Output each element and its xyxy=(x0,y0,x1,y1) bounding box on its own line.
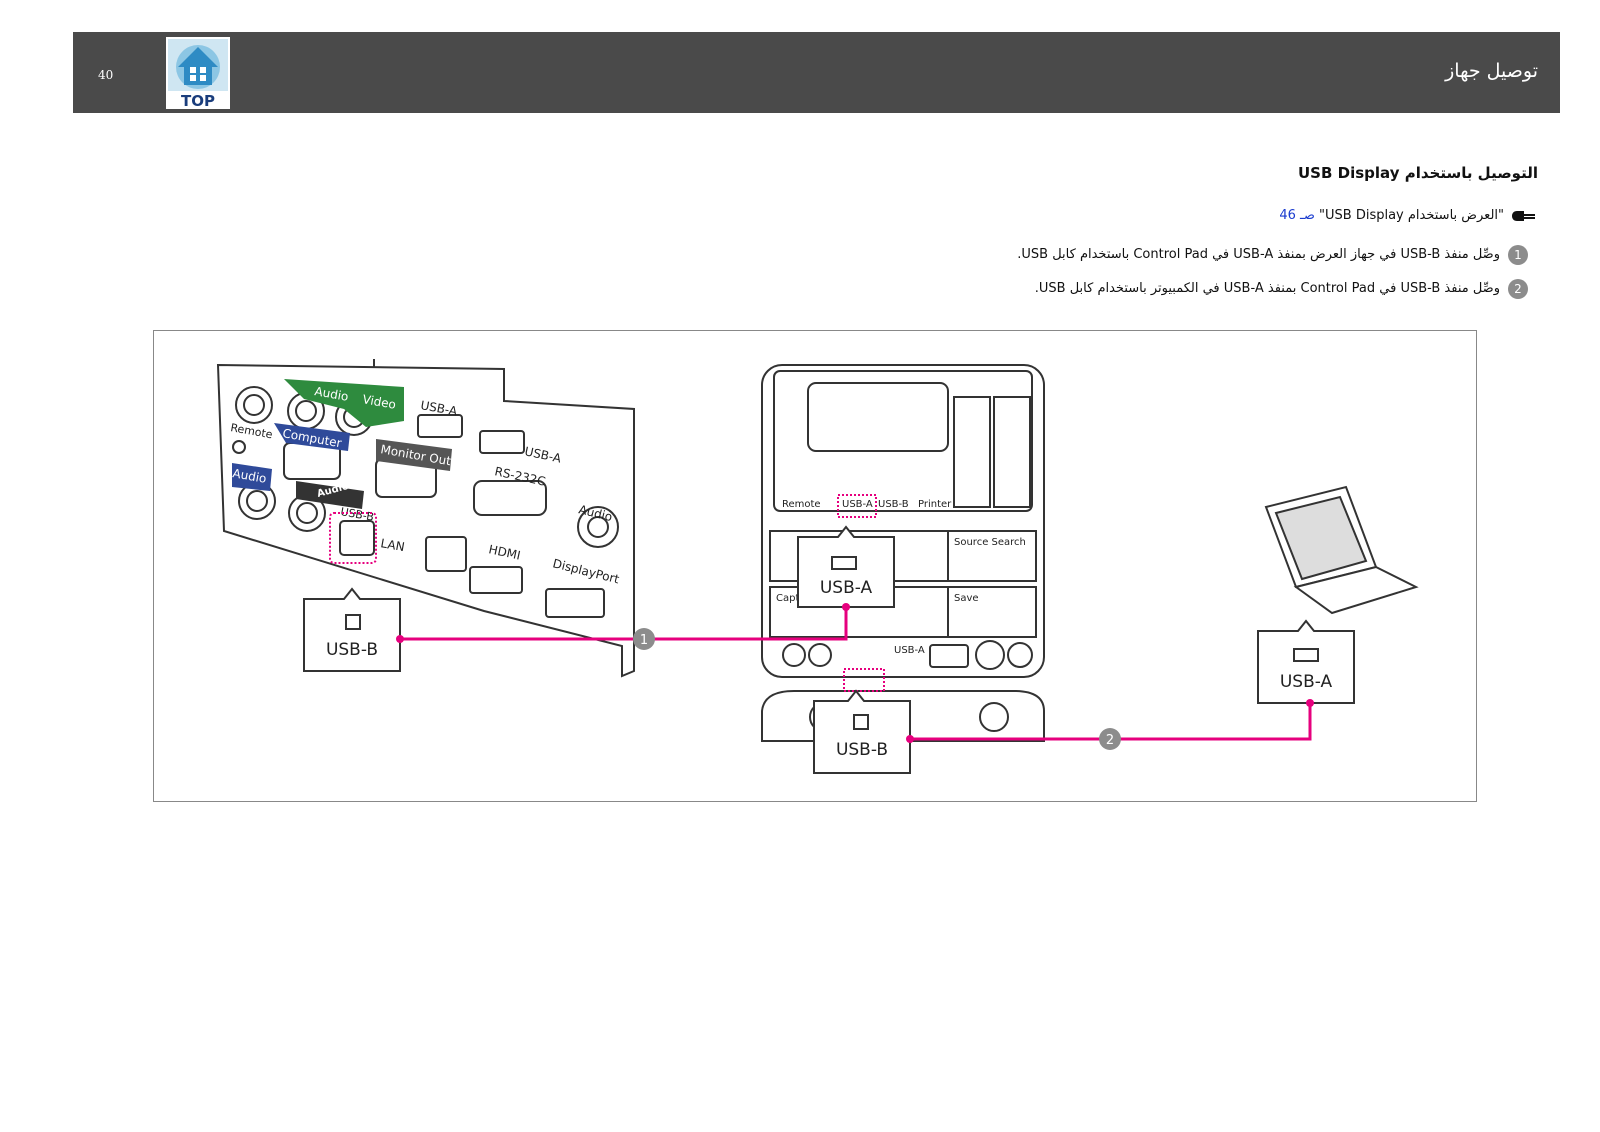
port-label-lan: LAN xyxy=(379,536,405,554)
cable-lines xyxy=(400,607,1312,741)
callout-laptop-usb-a: USB-A xyxy=(1257,619,1355,704)
cable-2 xyxy=(910,703,1312,741)
callout-label: USB-A xyxy=(1280,672,1333,692)
connection-marker-2: 2 xyxy=(1099,728,1121,750)
callout-pad-usb-a: USB-A xyxy=(797,525,895,608)
port-label-audio-left: Audio xyxy=(231,466,267,486)
header-bar xyxy=(73,32,1560,113)
pad-label-source-search: Source Search xyxy=(954,537,1026,548)
svg-text:2: 2 xyxy=(1106,733,1114,748)
callout-label: USB-B xyxy=(326,640,378,660)
connection-diagram: Audio Video USB-A USB-A Remote Computer … xyxy=(153,330,1477,802)
highlight-pad-usb-a xyxy=(837,494,877,518)
reference-line: "العرض باستخدام USB Display" صـ 46 xyxy=(1279,208,1504,223)
usb-b-icon xyxy=(345,614,361,630)
step-number-badge: 1 xyxy=(1508,245,1528,265)
pad-label-usb-a-front: USB-A xyxy=(894,645,925,656)
pad-label-remote: Remote xyxy=(782,499,821,510)
pad-label-printer: Printer xyxy=(918,499,952,510)
connection-marker-1: 1 xyxy=(633,628,655,650)
step-1: 1 وصِّل منفذ USB-B في جهاز العرض بمنفذ U… xyxy=(1017,245,1528,265)
page-title: توصيل جهاز xyxy=(1445,60,1538,82)
pad-label-usb-a: USB-A xyxy=(842,499,873,510)
laptop xyxy=(1264,485,1419,615)
top-logo-text: TOP xyxy=(181,92,215,109)
top-logo-button[interactable]: TOP xyxy=(166,37,230,110)
cable-1 xyxy=(400,607,848,641)
pad-label-usb-b: USB-B xyxy=(878,499,909,510)
callout-projector-usb-b: USB-B xyxy=(303,587,401,672)
cable-endpoints xyxy=(396,603,1314,743)
step-text: وصِّل منفذ USB-B في Control Pad بمنفذ US… xyxy=(1034,281,1500,296)
port-label-audio: Audio xyxy=(313,384,349,404)
control-pad-labels: Remote USB-A USB-B Printer Source Search… xyxy=(776,499,1026,656)
highlight-pad-usb-b xyxy=(843,668,885,692)
page-number: 40 xyxy=(98,68,114,82)
step-number-badge: 2 xyxy=(1508,279,1528,299)
pad-label-capture: Capture xyxy=(776,593,816,604)
pad-label-save: Save xyxy=(954,593,979,604)
connection-illustration: Audio Video USB-A USB-A Remote Computer … xyxy=(216,359,1419,774)
svg-text:1: 1 xyxy=(640,633,648,648)
usb-a-icon xyxy=(1293,648,1319,662)
callout-label: USB-B xyxy=(836,740,888,760)
home-icon: TOP xyxy=(166,37,230,110)
reference-text: "العرض باستخدام USB Display" xyxy=(1319,208,1504,223)
port-label-usb-a-1: USB-A xyxy=(419,398,459,418)
usb-a-icon xyxy=(831,556,857,570)
reference-page-link[interactable]: صـ 46 xyxy=(1279,208,1315,223)
port-label-hdmi: HDMI xyxy=(487,542,521,562)
usb-b-icon xyxy=(853,714,869,730)
callout-pad-usb-b: USB-B xyxy=(813,689,911,774)
section-title: التوصيل باستخدام USB Display xyxy=(1298,164,1538,182)
callout-label: USB-A xyxy=(820,578,873,598)
port-label-video: Video xyxy=(361,392,397,412)
step-text: وصِّل منفذ USB-B في جهاز العرض بمنفذ USB… xyxy=(1017,247,1500,262)
step-2: 2 وصِّل منفذ USB-B في Control Pad بمنفذ … xyxy=(1034,279,1528,299)
highlight-projector-usb-b xyxy=(329,512,377,564)
port-label-usb-b: USB-B xyxy=(339,505,374,524)
projector-color-labels xyxy=(232,379,452,509)
pointing-hand-icon xyxy=(1512,211,1535,221)
